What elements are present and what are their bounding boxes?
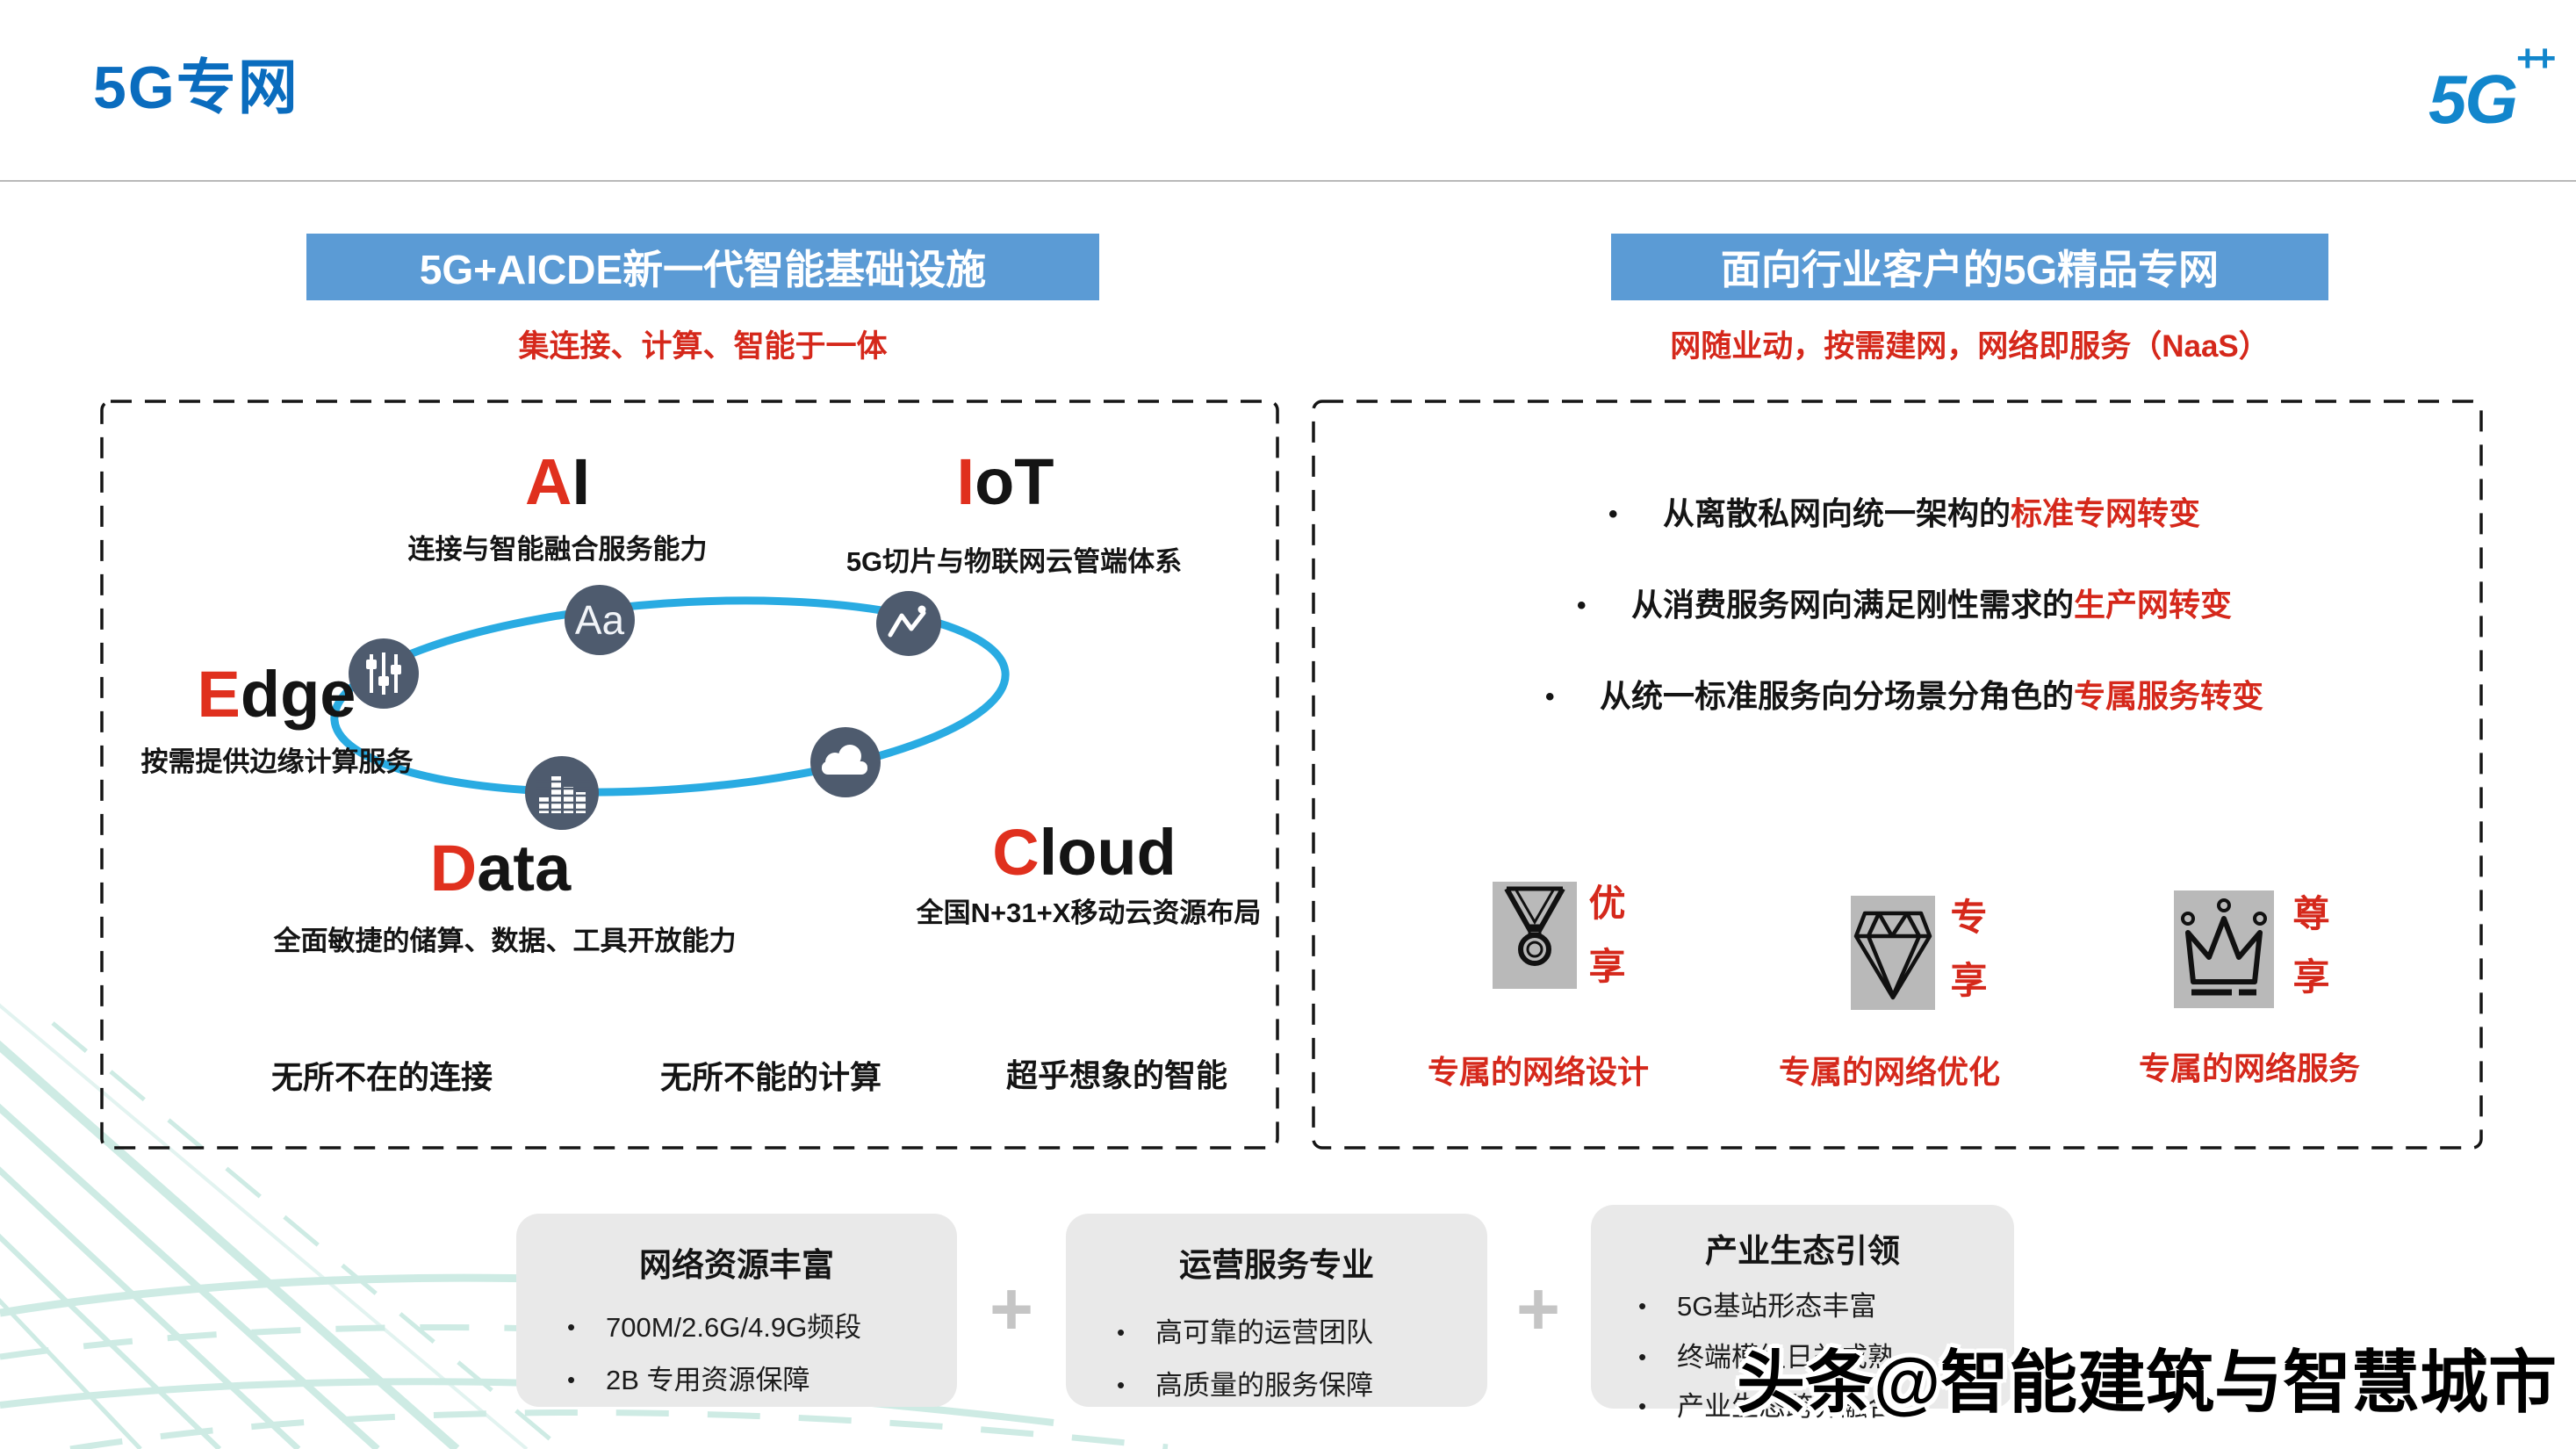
header-divider [0,180,2576,182]
card-item-text: 终端模组日益成熟 [1677,1342,1895,1373]
card-item: • 2B 专用资源保障 [567,1358,810,1397]
card-item: • 产业生态跨界融合 [1638,1384,1895,1424]
word-edge: Edge [176,657,378,732]
footer-computing: 无所不能的计算 [659,1059,881,1095]
bullet-2-plain: 从消费服务网向满足刚性需求的 [1631,587,2075,623]
logo-plus-marks: ++ [2516,37,2556,80]
right-bullet-1: • 从离散私网向统一架构的标准专网转变 [1608,488,2200,534]
bullet-1-highlight: 标准专网转变 [2011,495,2201,531]
card-item: • 高质量的服务保障 [1117,1363,1373,1402]
desc-iot: 5G切片与物联网云管端体系 [845,546,1183,577]
bullet-1-plain: 从离散私网向统一架构的 [1663,495,2011,531]
word-edge-lead: E [197,658,241,731]
card-item-text: 高质量的服务保障 [1155,1370,1373,1401]
card-industry-ecosystem: 产业生态引领 • 5G基站形态丰富 • 终端模组日益成熟 • 产业生态跨界融合 [1591,1205,2014,1422]
card-title: 运营服务专业 [1179,1247,1374,1283]
desc-edge: 按需提供边缘计算服务 [140,746,414,777]
card-item-text: 高可靠的运营团队 [1155,1317,1373,1348]
tier-tag-premium: 优享 [1584,883,1625,1010]
card-item: • 700M/2.6G/4.9G频段 [567,1305,861,1344]
word-iot: IoT [913,444,1097,519]
card-item: • 终端模组日益成熟 [1638,1335,1895,1374]
footer-connection: 无所不在的连接 [270,1059,493,1095]
word-iot-rest: oT [975,445,1054,518]
medal-icon [1493,882,1577,989]
desc-data: 全面敏捷的储算、数据、工具开放能力 [273,926,737,956]
bullet-dot: • [1608,500,1618,529]
capability-ring [330,596,1010,797]
bullet-3-plain: 从统一标准服务向分场景分角色的 [1600,678,2075,714]
card-item-text: 5G基站形态丰富 [1677,1291,1877,1322]
page-title: 5G专网 [93,54,299,121]
5g-plus-logo: 5G ++ [2413,35,2571,158]
left-subtitle: 集连接、计算、智能于一体 [518,329,888,364]
card-item-text: 2B 专用资源保障 [606,1365,810,1395]
word-iot-lead: I [956,445,975,518]
right-banner: 面向行业客户的5G精品专网 [1611,234,2328,300]
tier-tag-honor: 尊享 [2288,894,2329,1020]
tier-tag-exclusive: 专享 [1946,898,1987,1024]
word-cloud: Cloud [970,815,1198,890]
footer-intelligence: 超乎想象的智能 [1005,1057,1227,1093]
word-data-rest: ata [477,832,572,905]
watermark: 头条@智能建筑与智慧城市 [1737,1344,2558,1421]
bullet-dot: • [1117,1319,1126,1345]
tier-label-design: 专属的网络设计 [1427,1054,1649,1090]
right-bullet-3: • 从统一标准服务向分场景分角色的专属服务转变 [1545,671,2263,717]
card-item: • 高可靠的运营团队 [1117,1310,1373,1350]
card-title: 产业生态引领 [1705,1233,1900,1269]
language-aa-icon: Aa [565,585,635,655]
cloud-icon [810,727,881,797]
bullet-dot: • [567,1366,576,1393]
card-item: • 5G基站形态丰富 [1638,1284,1876,1323]
word-ai-lead: A [524,445,572,518]
aa-glyph: Aa [575,597,625,643]
diamond-icon [1851,896,1935,1010]
word-ai: AI [470,444,645,519]
desc-cloud: 全国N+31+X移动云资源布局 [916,898,1262,928]
bullet-dot: • [567,1314,576,1340]
word-cloud-lead: C [992,816,1040,889]
bullet-3-highlight: 专属服务转变 [2074,678,2264,714]
plus-separator-2: + [1515,1267,1561,1352]
word-ai-rest: I [572,445,590,518]
bullet-2-highlight: 生产网转变 [2074,587,2233,623]
desc-ai: 连接与智能融合服务能力 [407,534,708,565]
card-title: 网络资源丰富 [639,1247,834,1283]
word-data-lead: D [429,832,478,905]
right-dashed-box [1312,400,2483,1150]
card-item-text: 700M/2.6G/4.9G频段 [606,1312,862,1343]
left-banner: 5G+AICDE新一代智能基础设施 [306,234,1099,300]
word-data: Data [395,831,606,905]
tier-label-optimization: 专属的网络优化 [1778,1054,2000,1090]
right-bullet-2: • 从消费服务网向满足刚性需求的生产网转变 [1577,580,2232,625]
bullet-dot: • [1577,591,1587,620]
card-item-text: 产业生态跨界融合 [1677,1391,1895,1422]
card-network-resources: 网络资源丰富 • 700M/2.6G/4.9G频段 • 2B 专用资源保障 [516,1214,957,1407]
logo-5g-text: 5G [2428,61,2518,138]
bullet-dot: • [1638,1293,1647,1319]
word-cloud-rest: loud [1039,816,1176,889]
edge-sliders-icon [349,638,419,709]
bullet-dot: • [1638,1344,1647,1370]
bullet-dot: • [1638,1393,1647,1419]
tier-label-service: 专属的网络服务 [2138,1050,2360,1086]
iot-waveform-icon [876,591,941,656]
card-operation-service: 运营服务专业 • 高可靠的运营团队 • 高质量的服务保障 [1066,1214,1487,1407]
bullet-dot: • [1117,1372,1126,1398]
right-subtitle: 网随业动，按需建网，网络即服务（NaaS） [1670,329,2270,364]
word-edge-rest: dge [240,658,356,731]
plus-separator-1: + [989,1267,1034,1352]
bullet-dot: • [1545,682,1555,711]
crown-icon [2174,890,2274,1008]
data-bars-icon [525,756,599,830]
